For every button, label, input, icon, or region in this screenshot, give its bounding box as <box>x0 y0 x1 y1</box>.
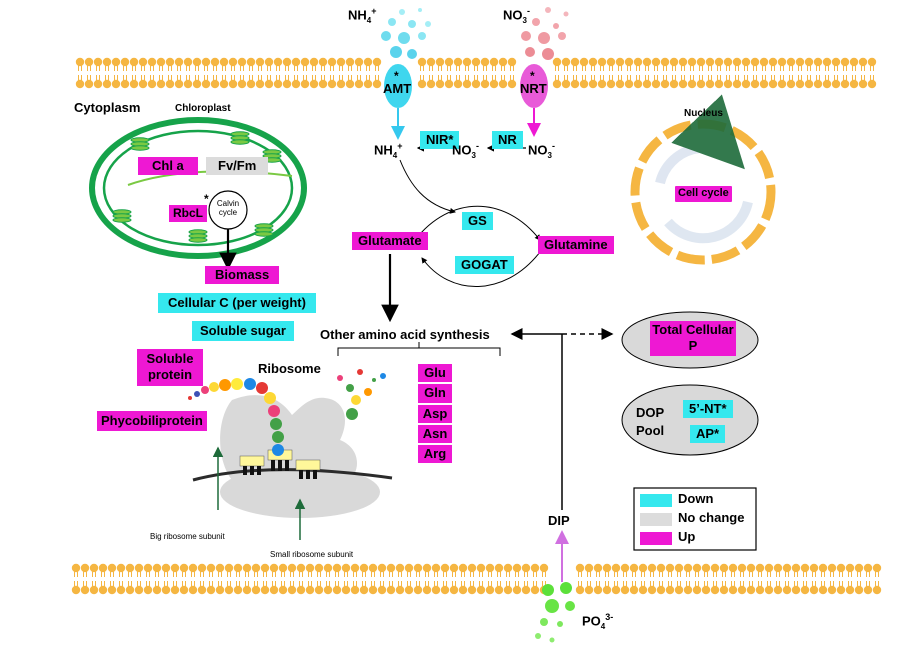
rbcl-box: RbcL <box>169 205 207 222</box>
nh4-to-gs-curve <box>399 159 456 214</box>
glutamate-box: Glutamate <box>352 232 428 251</box>
nrt-transporter <box>520 64 548 108</box>
no3-top-label: NO3- <box>503 6 530 25</box>
gs-enzyme: GS <box>462 212 493 231</box>
amino-acid-glu: Glu <box>418 364 452 383</box>
ap-enzyme: AP* <box>690 425 726 444</box>
small-subunit-label: Small ribosome subunit <box>270 550 354 559</box>
nr-enzyme: NR <box>492 131 523 150</box>
biomass-box: Biomass <box>205 266 280 285</box>
phycobiliprotein-box: Phycobiliprotein <box>97 411 207 432</box>
cell-cycle-box: Cell cycle <box>675 186 732 202</box>
aa-bracket <box>337 342 501 356</box>
nucleus <box>630 94 776 265</box>
legend-swatch-up <box>640 532 672 545</box>
cytoplasm-label: Cytoplasm <box>74 100 141 115</box>
legend-label-down: Down <box>678 491 714 506</box>
amino-acid-arg: Arg <box>418 445 452 464</box>
amt-asterisk: * <box>394 69 399 83</box>
dop-pool-label: DOP Pool <box>636 405 665 438</box>
po4-droplets <box>535 582 575 643</box>
po4-label: PO43- <box>582 612 614 631</box>
amino-acid-gln: Gln <box>418 384 452 403</box>
amino-acid-list: Glu Gln Asp Asn Arg <box>418 364 452 465</box>
gogat-enzyme: GOGAT <box>455 256 514 275</box>
amt-transporter <box>384 64 412 108</box>
total-p-box: Total Cellular P <box>650 321 736 356</box>
nh4-droplets <box>381 8 431 59</box>
calvin-cycle-label: Calvin cycle <box>216 199 240 218</box>
legend-label-up: Up <box>678 529 696 544</box>
cellular-c-box: Cellular C (per weight) <box>158 293 316 314</box>
legend-swatch-no-change <box>640 513 672 526</box>
free-amino-acids <box>337 369 386 420</box>
soluble-sugar-box: Soluble sugar <box>192 321 294 342</box>
chl-a-box: Chl a <box>138 157 198 176</box>
dip-label: DIP <box>548 513 570 528</box>
nh4-internal-label: NH4+ <box>374 141 403 160</box>
nucleus-label: Nucleus <box>684 108 723 119</box>
fv-fm-box: Fv/Fm <box>206 157 269 176</box>
amino-acid-asp: Asp <box>418 404 452 423</box>
gogat-arc <box>421 251 541 287</box>
thylakoid-stacks <box>112 131 282 243</box>
nt-enzyme: 5’-NT* <box>683 400 733 419</box>
no3-mid-label: NO3- <box>452 141 479 160</box>
nh4-top-label: NH4+ <box>348 6 377 25</box>
bottom-membrane <box>71 563 882 595</box>
no3-droplets <box>521 7 569 60</box>
top-membrane <box>75 57 877 89</box>
rbcl-asterisk: * <box>204 192 209 206</box>
nrt-asterisk: * <box>530 69 535 83</box>
chloroplast-label: Chloroplast <box>175 103 231 114</box>
legend-label-no-change: No change <box>678 510 745 525</box>
glutamine-box: Glutamine <box>538 236 614 255</box>
nir-enzyme: NIR* <box>420 131 460 150</box>
nrt-label: NRT <box>520 81 547 96</box>
no3-right-label: NO3- <box>528 141 555 160</box>
big-subunit-label: Big ribosome subunit <box>150 532 225 541</box>
legend-swatch-down <box>640 494 672 507</box>
ribosome-label: Ribosome <box>258 361 321 376</box>
peptide-chain <box>188 378 284 456</box>
gs-arc <box>414 205 541 241</box>
amino-acid-asn: Asn <box>418 424 452 443</box>
ribosome <box>192 395 393 518</box>
amt-label: AMT <box>383 81 412 96</box>
other-aa-synthesis-label: Other amino acid synthesis <box>320 327 490 342</box>
chloroplast <box>89 117 307 259</box>
soluble-protein-box: Soluble protein <box>137 349 203 386</box>
